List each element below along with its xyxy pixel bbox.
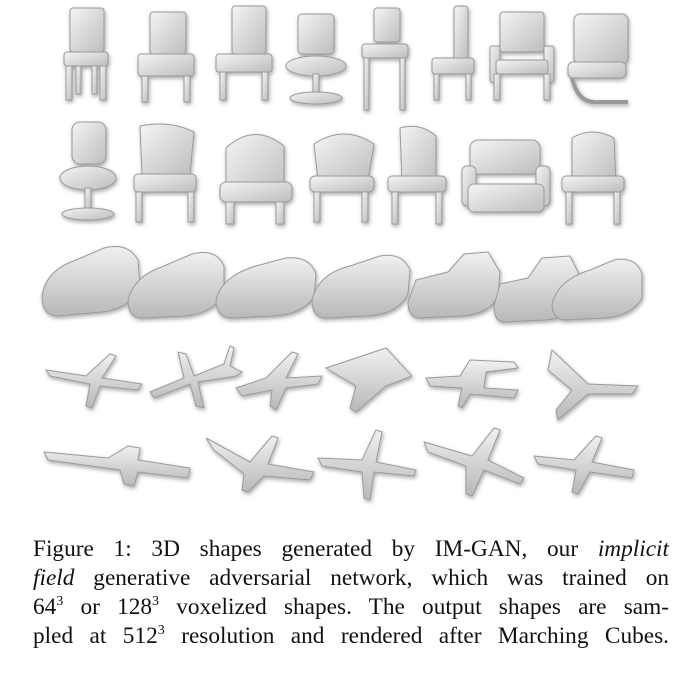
caption-line-2: field generative adversarial network, wh… xyxy=(33,565,669,591)
chair-shape xyxy=(59,121,117,221)
chair-shape xyxy=(219,134,293,225)
car-shape xyxy=(41,246,141,317)
chair-row-2 xyxy=(59,121,625,225)
airplane-shape xyxy=(43,445,191,487)
emphasis-field: field xyxy=(33,565,75,591)
car-shape xyxy=(215,257,317,319)
chair-shape xyxy=(431,5,475,101)
chair-shape xyxy=(63,7,109,101)
caption-line-3: 643 or 1283 voxelized shapes. The output… xyxy=(33,594,669,620)
car-row xyxy=(41,246,643,323)
airplane-shape xyxy=(235,351,323,411)
chair-row-1 xyxy=(63,5,629,111)
airplane-shape xyxy=(317,429,417,501)
airplane-row-1 xyxy=(44,345,639,421)
chair-shape xyxy=(461,139,551,213)
airplane-shape xyxy=(423,427,525,497)
car-shape xyxy=(311,254,411,319)
airplane-shape xyxy=(44,353,143,409)
airplane-shape xyxy=(547,349,639,421)
airplane-shape xyxy=(205,435,315,493)
figure-label: Figure 1: xyxy=(33,536,132,562)
chair-shape xyxy=(285,13,347,105)
figure-shape-grid xyxy=(41,5,643,501)
chair-shape xyxy=(215,5,273,101)
chair-shape xyxy=(309,133,375,223)
car-shape xyxy=(127,252,225,319)
car-shape xyxy=(551,258,643,321)
car-shape xyxy=(407,251,501,319)
chair-shape xyxy=(133,123,197,223)
chair-shape xyxy=(137,11,195,103)
airplane-shape xyxy=(425,359,519,409)
airplane-row-2 xyxy=(43,427,635,501)
figure-caption: Figure 1: 3D shapes generated by IM-GAN,… xyxy=(33,535,669,651)
chair-shape xyxy=(387,125,447,225)
chair-shape xyxy=(561,131,625,225)
chair-shape xyxy=(489,11,555,101)
caption-line-1: Figure 1: 3D shapes generated by IM-GAN,… xyxy=(33,536,669,562)
emphasis-implicit: implicit xyxy=(597,536,669,562)
airplane-shape xyxy=(533,435,635,495)
caption-line-4: pled at 5123 resolution and rendered aft… xyxy=(33,623,669,649)
chair-shape xyxy=(567,13,629,105)
airplane-shape xyxy=(324,347,413,413)
chair-shape xyxy=(361,7,409,111)
airplane-shape xyxy=(149,345,243,409)
